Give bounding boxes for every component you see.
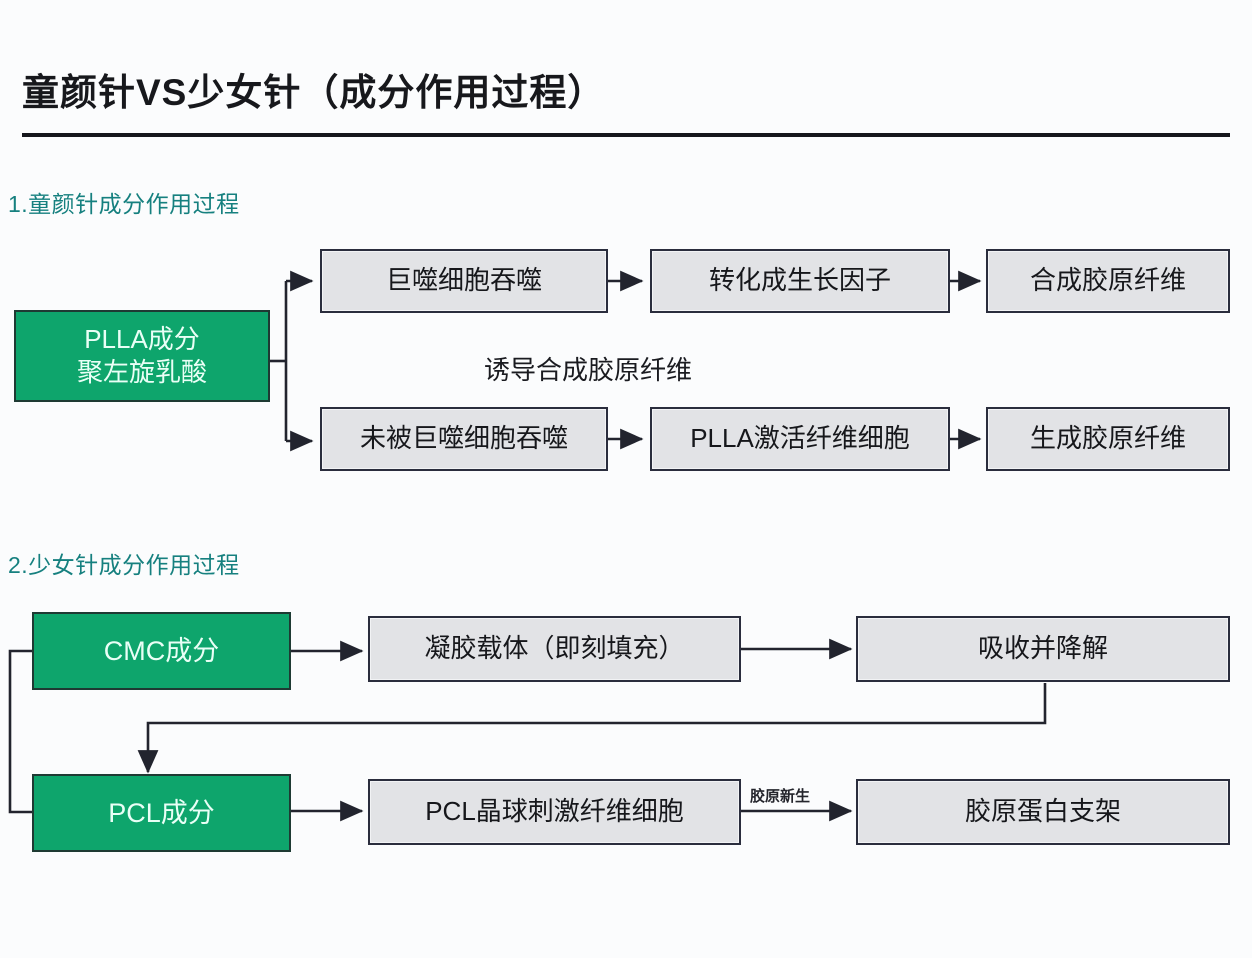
- node-plla-line1: PLLA成分: [84, 323, 200, 354]
- label-induce-collagen-synthesis: 诱导合成胶原纤维: [484, 355, 693, 385]
- section-heading-1: 1.童颜针成分作用过程: [8, 191, 240, 217]
- node-synthesize-collagen-fiber[interactable]: 合成胶原纤维: [986, 249, 1230, 313]
- node-plla-activates-fibroblast[interactable]: PLLA激活纤维细胞: [650, 407, 950, 471]
- section-heading-2: 2.少女针成分作用过程: [8, 552, 240, 578]
- node-convert-growth-factor[interactable]: 转化成生长因子: [650, 249, 950, 313]
- node-pcl-crystal-stimulates-fibroblast[interactable]: PCL晶球刺激纤维细胞: [368, 779, 741, 845]
- node-gel-carrier[interactable]: 凝胶载体（即刻填充）: [368, 616, 741, 682]
- node-pcl-source[interactable]: PCL成分: [32, 774, 291, 852]
- node-collagen-protein-scaffold[interactable]: 胶原蛋白支架: [856, 779, 1230, 845]
- label-collagen-regeneration: 胶原新生: [750, 788, 811, 805]
- node-plla-text: PLLA成分 聚左旋乳酸: [77, 323, 207, 390]
- wire-left-bracket: [8, 649, 32, 814]
- title-divider: [22, 133, 1230, 137]
- node-macrophage-phagocytosis[interactable]: 巨噬细胞吞噬: [320, 249, 608, 313]
- node-generate-collagen-fiber[interactable]: 生成胶原纤维: [986, 407, 1230, 471]
- node-cmc-source[interactable]: CMC成分: [32, 612, 291, 690]
- node-absorb-degrade[interactable]: 吸收并降解: [856, 616, 1230, 682]
- page-title: 童颜针VS少女针（成分作用过程）: [22, 72, 606, 113]
- wire-absorb-feedback: [137, 683, 1047, 774]
- node-plla-source[interactable]: PLLA成分 聚左旋乳酸: [14, 310, 270, 402]
- node-plla-line2: 聚左旋乳酸: [76, 357, 207, 387]
- node-not-phagocytosed[interactable]: 未被巨噬细胞吞噬: [320, 407, 608, 471]
